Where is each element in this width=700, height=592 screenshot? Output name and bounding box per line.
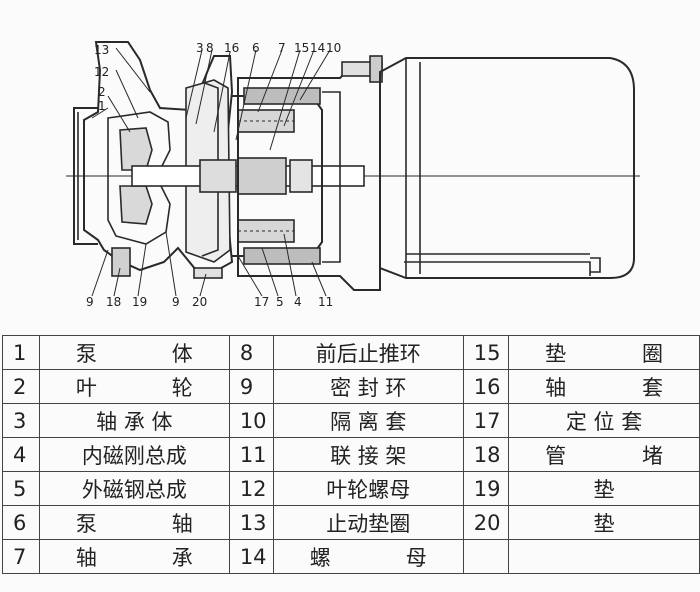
part-number: 17 — [462, 403, 510, 438]
part-number: 14 — [228, 539, 274, 574]
callout-12: 12 — [94, 65, 109, 79]
callout-4: 4 — [294, 295, 302, 309]
empty-cell — [462, 539, 510, 574]
part-name: 密 封 环 — [272, 369, 464, 404]
callout-3: 3 — [196, 41, 204, 55]
outer-magnet-bottom — [243, 247, 321, 265]
part-number: 13 — [228, 505, 274, 540]
part-number: 2 — [2, 369, 40, 404]
motor — [379, 57, 635, 279]
callout-11: 11 — [318, 295, 333, 309]
callout-15: 15 — [294, 41, 309, 55]
part-number: 18 — [462, 437, 510, 472]
table-row: 6 泵 轴 13 止动垫圈 20 垫 — [2, 505, 700, 540]
callout-6: 6 — [252, 41, 260, 55]
outer-magnet-top — [243, 87, 321, 105]
callout-1: 1 — [98, 99, 106, 113]
part-number: 11 — [228, 437, 274, 472]
callout-20: 20 — [192, 295, 207, 309]
part-number: 7 — [2, 539, 40, 574]
callout-5: 5 — [276, 295, 284, 309]
table-row: 5 外磁钢总成 12 叶轮螺母 19 垫 — [2, 471, 700, 506]
part-number: 8 — [228, 335, 274, 370]
part-name: 叶 轮 — [38, 369, 230, 404]
table-row: 4 内磁刚总成 11 联 接 架 18 管 堵 — [2, 437, 700, 472]
part-number: 5 — [2, 471, 40, 506]
callout-9b: 9 — [172, 295, 180, 309]
callout-17: 17 — [254, 295, 269, 309]
table-row: 7 轴 承 14 螺 母 — [2, 539, 700, 574]
part-name: 定 位 套 — [508, 403, 700, 438]
part-name: 螺 母 — [272, 539, 464, 574]
callout-18: 18 — [106, 295, 121, 309]
parts-list-table: 1 泵 体 8 前后止推环 15 垫 圈 2 叶 轮 9 密 封 环 16 轴 … — [2, 335, 700, 574]
part-number: 3 — [2, 403, 40, 438]
part-number: 12 — [228, 471, 274, 506]
part-name: 叶轮螺母 — [272, 471, 464, 506]
callout-13: 13 — [94, 43, 109, 57]
table-row: 1 泵 体 8 前后止推环 15 垫 圈 — [2, 335, 700, 370]
table-row: 3 轴 承 体 10 隔 离 套 17 定 位 套 — [2, 403, 700, 438]
callout-19: 19 — [132, 295, 147, 309]
part-name: 外磁钢总成 — [38, 471, 230, 506]
callout-14: 14 — [310, 41, 325, 55]
callout-16: 16 — [224, 41, 239, 55]
part-name: 联 接 架 — [272, 437, 464, 472]
part-name: 垫 圈 — [508, 335, 700, 370]
part-number: 9 — [228, 369, 274, 404]
part-name: 泵 轴 — [38, 505, 230, 540]
empty-cell — [508, 539, 700, 574]
callout-7: 7 — [278, 41, 286, 55]
part-number: 19 — [462, 471, 510, 506]
part-name: 止动垫圈 — [272, 505, 464, 540]
part-name: 垫 — [508, 471, 700, 506]
part-number: 10 — [228, 403, 274, 438]
part-number: 4 — [2, 437, 40, 472]
table-row: 2 叶 轮 9 密 封 环 16 轴 套 — [2, 369, 700, 404]
part-name: 垫 — [508, 505, 700, 540]
callout-10: 10 — [326, 41, 341, 55]
part-name: 轴 承 — [38, 539, 230, 574]
pump-sectional-drawing: 13 12 2 1 3 8 16 6 7 15 14 10 9 18 19 9 … — [66, 41, 640, 309]
part-name: 轴 承 体 — [38, 403, 230, 438]
part-number: 1 — [2, 335, 40, 370]
part-name: 管 堵 — [508, 437, 700, 472]
part-name: 内磁刚总成 — [38, 437, 230, 472]
callout-8: 8 — [206, 41, 214, 55]
part-number: 6 — [2, 505, 40, 540]
part-name: 泵 体 — [38, 335, 230, 370]
callout-9a: 9 — [86, 295, 94, 309]
part-name: 隔 离 套 — [272, 403, 464, 438]
part-number: 15 — [462, 335, 510, 370]
part-number: 16 — [462, 369, 510, 404]
part-name: 前后止推环 — [272, 335, 464, 370]
callout-2: 2 — [98, 85, 106, 99]
part-name: 轴 套 — [508, 369, 700, 404]
part-number: 20 — [462, 505, 510, 540]
